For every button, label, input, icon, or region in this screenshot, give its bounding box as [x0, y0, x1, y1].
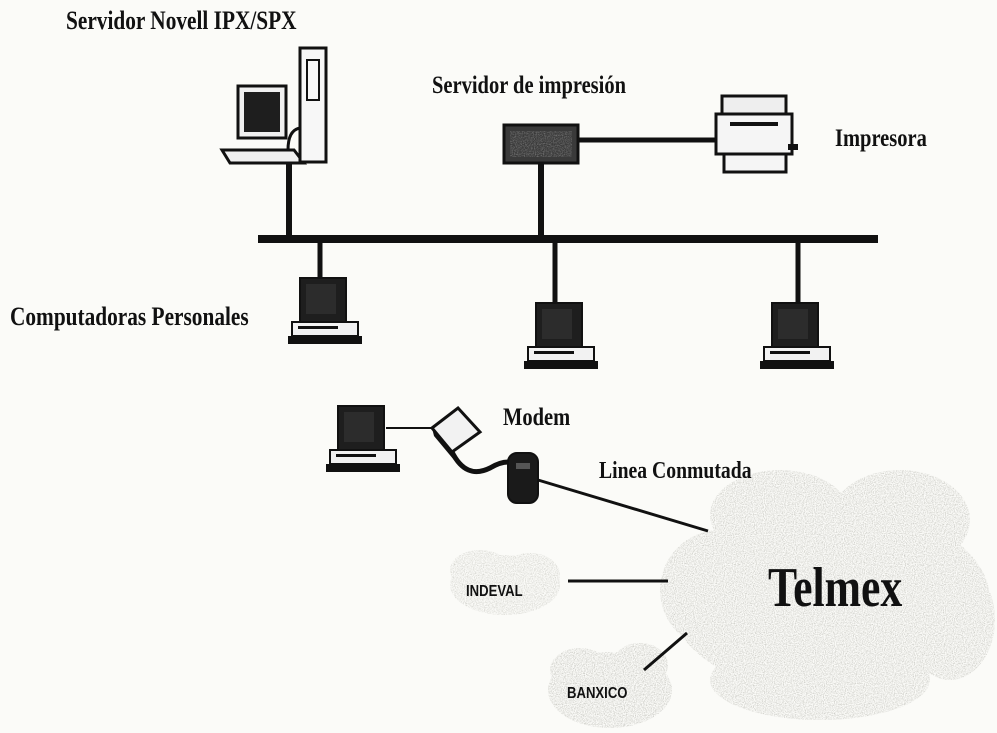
banxico-cloud	[548, 643, 672, 728]
phone-jack-icon	[507, 452, 539, 504]
desktop-computer-icon	[759, 302, 835, 370]
banxico-label: BANXICO	[567, 685, 628, 702]
desktop-computer-icon	[325, 405, 401, 473]
modem-icon	[429, 405, 483, 460]
modem-jack-cable	[449, 450, 509, 474]
printer-icon	[714, 94, 798, 174]
desktop-computer-icon	[523, 302, 599, 370]
personal-computers-label: Computadoras Personales	[10, 302, 249, 331]
banxico-link	[643, 631, 688, 672]
print-server-icon	[502, 123, 580, 165]
dialup-line-label: Linea Conmutada	[599, 458, 752, 484]
desktop-computer-icon	[287, 277, 363, 345]
server-label: Servidor Novell IPX/SPX	[66, 6, 297, 35]
printer-label: Impresora	[835, 125, 927, 152]
indeval-label: INDEVAL	[466, 583, 523, 600]
telmex-label: Telmex	[768, 557, 903, 619]
print-server-label: Servidor de impresión	[432, 72, 627, 99]
modem-label: Modem	[503, 404, 571, 431]
telmex-cloud	[660, 470, 995, 720]
indeval-cloud	[450, 550, 560, 615]
server-workstation-icon	[219, 46, 328, 165]
dialup-line	[537, 478, 709, 533]
